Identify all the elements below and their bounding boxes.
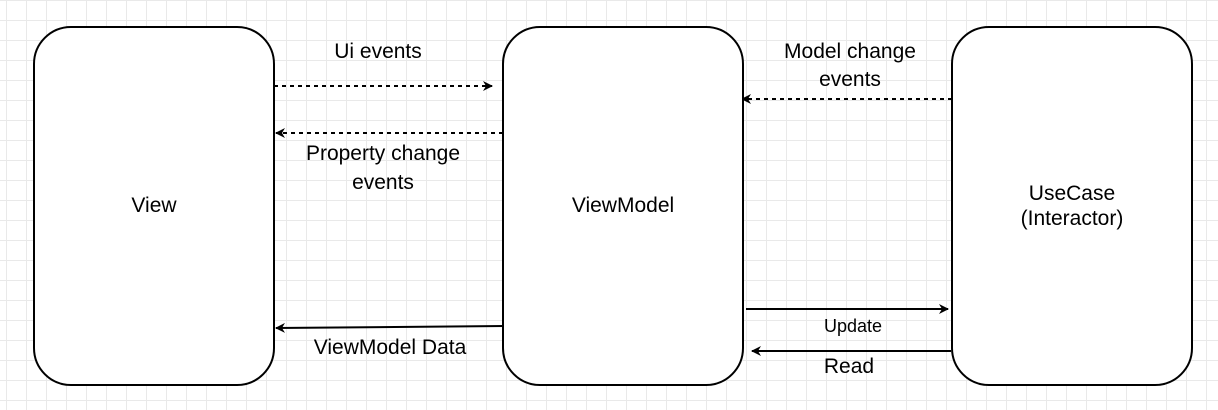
model-change-label-line1: Model change: [784, 40, 916, 63]
viewmodel-data-label: ViewModel Data: [313, 336, 467, 359]
property-change-label-line1: Property change: [305, 142, 461, 165]
view-node-label: View: [131, 194, 177, 218]
viewmodel-data-arrow: [275, 322, 506, 333]
update-label: Update: [823, 316, 883, 336]
model-change-label-line2: events: [819, 68, 881, 91]
read-label: Read: [823, 355, 875, 378]
view-node: View: [33, 26, 275, 386]
ui-events-label: Ui events: [334, 40, 422, 63]
usecase-node: UseCase (Interactor): [951, 26, 1193, 386]
viewmodel-node: ViewModel: [502, 26, 744, 386]
property-change-label-line2: events: [352, 171, 414, 194]
viewmodel-node-label: ViewModel: [571, 194, 675, 218]
usecase-node-label: UseCase (Interactor): [1020, 181, 1124, 230]
